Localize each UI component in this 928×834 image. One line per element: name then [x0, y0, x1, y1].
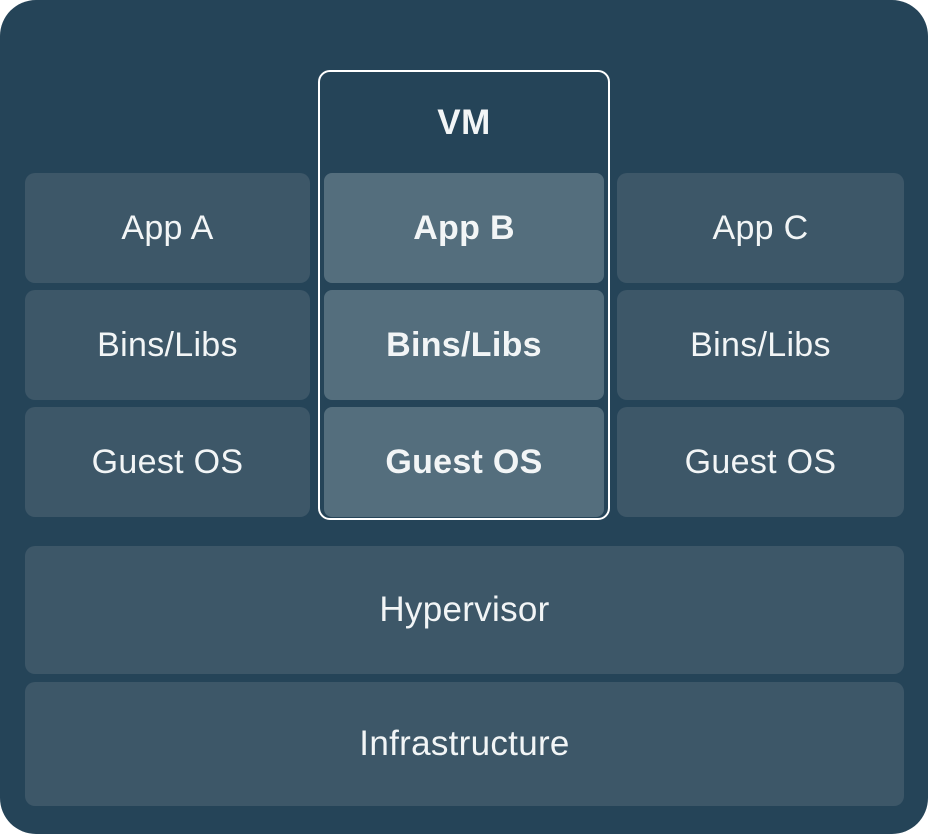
- bins-libs-b-box: Bins/Libs: [324, 290, 604, 400]
- bins-libs-a-box: Bins/Libs: [25, 290, 310, 400]
- bins-libs-c-box: Bins/Libs: [617, 290, 904, 400]
- guest-os-b-box: Guest OS: [324, 407, 604, 517]
- app-a-box: App A: [25, 173, 310, 283]
- app-b-box: App B: [324, 173, 604, 283]
- guest-os-a-box: Guest OS: [25, 407, 310, 517]
- guest-os-c-box: Guest OS: [617, 407, 904, 517]
- infrastructure-layer: Infrastructure: [25, 682, 904, 806]
- hypervisor-layer: Hypervisor: [25, 546, 904, 674]
- vm-title: VM: [437, 102, 491, 142]
- app-c-box: App C: [617, 173, 904, 283]
- vm-container: VM App B Bins/Libs Guest OS: [318, 70, 610, 520]
